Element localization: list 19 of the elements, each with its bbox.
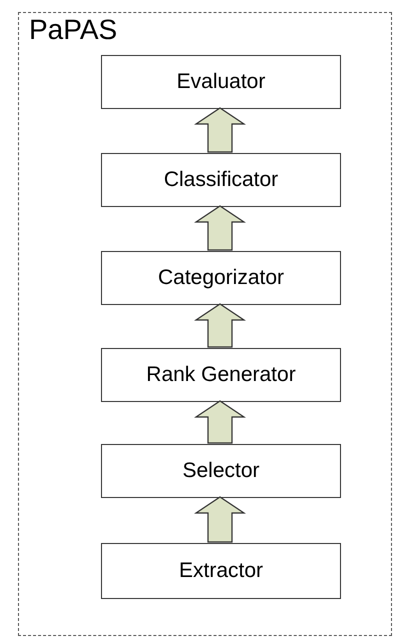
system-boundary [18, 12, 392, 636]
process-box [101, 153, 341, 207]
block-arrow [194, 400, 246, 444]
box-label: Classificator [164, 167, 278, 194]
boundary-title: PaPAS [29, 13, 118, 47]
block-arrow [194, 303, 246, 348]
process-box [101, 348, 341, 402]
box-label: Rank Generator [146, 362, 296, 388]
process-box [101, 251, 341, 305]
process-box [101, 444, 341, 498]
block-arrow [194, 205, 246, 251]
block-arrow [194, 496, 246, 543]
box-label: Extractor [178, 558, 264, 584]
box-label: Categorizator [158, 265, 284, 292]
process-box [101, 543, 341, 599]
box-label: Selector [182, 458, 260, 484]
process-box [101, 55, 341, 109]
block-arrow [194, 107, 246, 153]
box-label: Evaluator [176, 69, 266, 96]
